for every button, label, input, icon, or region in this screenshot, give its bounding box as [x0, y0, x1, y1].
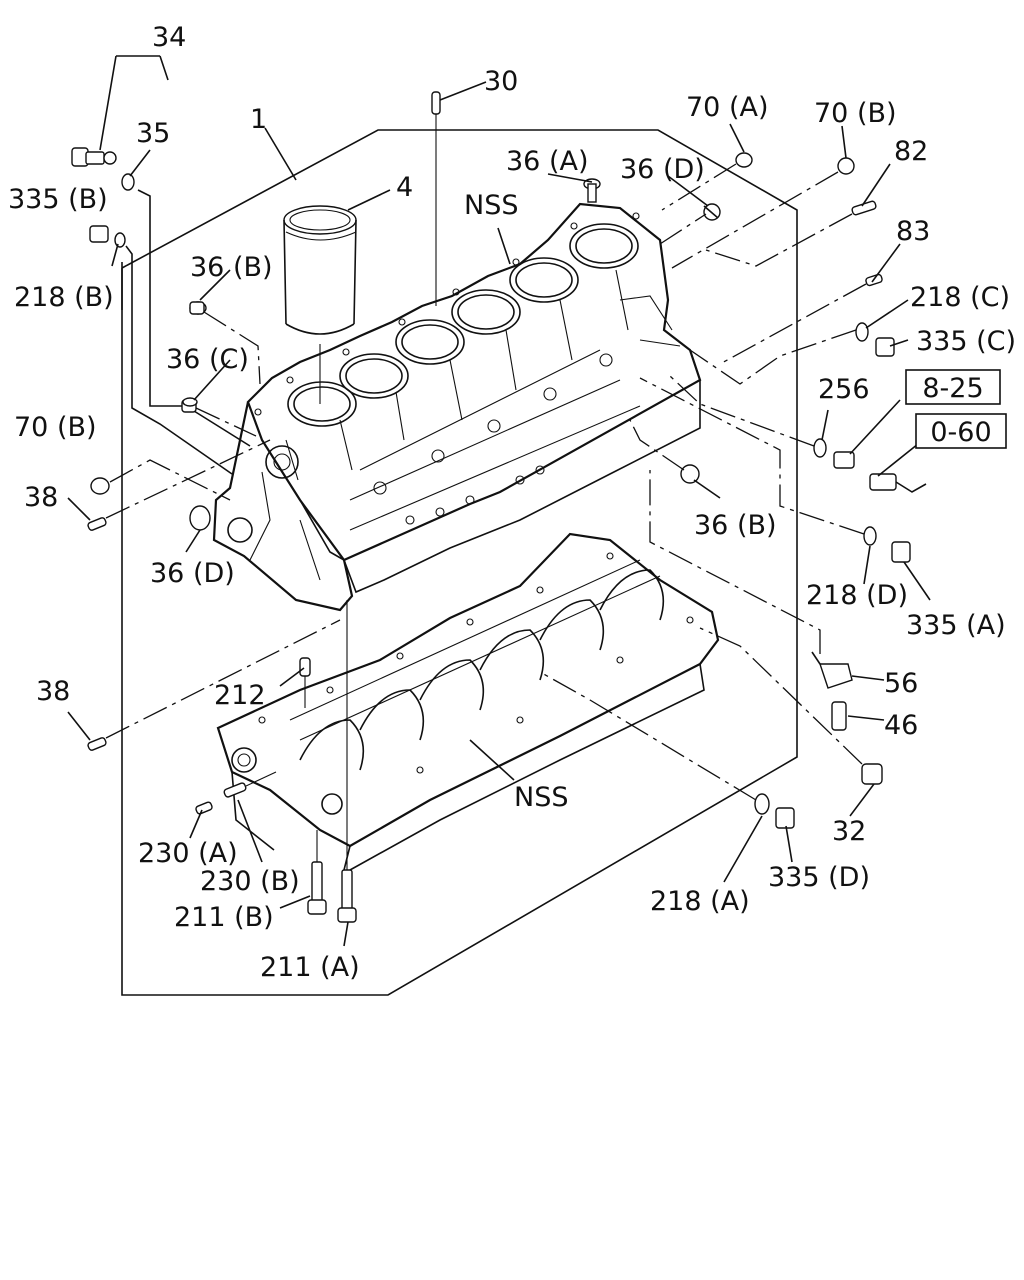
- label-335d: 335 (D): [768, 862, 870, 893]
- leader-lines: [67, 55, 931, 947]
- label-211b: 211 (B): [174, 902, 274, 933]
- washer-256: [813, 438, 827, 458]
- label-35: 35: [136, 118, 170, 149]
- plug-70a: [735, 152, 753, 168]
- label-36d-top: 36 (D): [620, 154, 705, 185]
- washer-218c: [855, 322, 869, 342]
- label-218a: 218 (A): [650, 886, 750, 917]
- bolt-211b: [307, 861, 327, 915]
- bolt-46: [831, 701, 847, 731]
- pin-230a: [195, 801, 213, 815]
- label-83: 83: [896, 216, 930, 247]
- label-36b-right: 36 (B): [694, 510, 777, 541]
- plug-36b-right: [680, 464, 700, 484]
- ref-8-25: 8-25: [922, 373, 983, 404]
- plug-36d-left: [189, 505, 211, 531]
- fitting-34: [71, 147, 117, 167]
- label-256: 256: [818, 374, 870, 405]
- label-70a: 70 (A): [686, 92, 768, 123]
- label-nss-bottom: NSS: [514, 782, 568, 813]
- ref-0-60: 0-60: [930, 417, 991, 448]
- o-ring-35: [121, 173, 135, 191]
- washer-218d: [863, 526, 877, 546]
- label-230a: 230 (A): [138, 838, 238, 869]
- plug-335c: [875, 337, 895, 357]
- plug-335b: [89, 225, 109, 243]
- label-335b: 335 (B): [8, 184, 108, 215]
- label-56: 56: [884, 668, 918, 699]
- plug-36b-left: [189, 301, 207, 315]
- cylinder-block-upper: [212, 202, 702, 612]
- plug-335a: [891, 541, 911, 563]
- label-218b: 218 (B): [14, 282, 114, 313]
- label-38-top: 38: [24, 482, 58, 513]
- washer-218a: [754, 793, 770, 815]
- label-36d-left: 36 (D): [150, 558, 235, 589]
- label-32: 32: [832, 816, 866, 847]
- fitting-8-25: [833, 451, 855, 469]
- assembly-boundary: [121, 129, 798, 996]
- label-30: 30: [484, 66, 518, 97]
- label-211a: 211 (A): [260, 952, 360, 983]
- plug-70b-top: [837, 157, 855, 175]
- dowel-38-bottom: [87, 737, 107, 751]
- pin-230b: [223, 782, 247, 798]
- ref-box-8-25: [905, 369, 1001, 405]
- label-230b: 230 (B): [200, 866, 300, 897]
- washer-218b: [114, 232, 126, 248]
- ref-box-0-60: [915, 413, 1007, 449]
- label-218d: 218 (D): [806, 580, 908, 611]
- label-335c: 335 (C): [916, 326, 1016, 357]
- dowel-38-top: [87, 517, 107, 531]
- label-212: 212: [214, 680, 266, 711]
- label-36c: 36 (C): [166, 344, 249, 375]
- plug-36a: [583, 178, 601, 203]
- cylinder-liner: [283, 205, 357, 335]
- sensor-0-60: [869, 473, 927, 493]
- label-335a: 335 (A): [906, 610, 1006, 641]
- label-36a: 36 (A): [506, 146, 588, 177]
- plug-32: [861, 763, 883, 785]
- label-82: 82: [894, 136, 928, 167]
- label-218c: 218 (C): [910, 282, 1010, 313]
- plug-36d-top: [703, 203, 721, 221]
- pin-212: [299, 657, 311, 677]
- plug-70b-left: [90, 477, 110, 495]
- label-34: 34: [152, 22, 186, 53]
- label-46: 46: [884, 710, 918, 741]
- label-4: 4: [396, 172, 413, 203]
- label-36b-left: 36 (B): [190, 252, 273, 283]
- label-38-bottom: 38: [36, 676, 70, 707]
- plug-36c: [181, 397, 198, 413]
- label-70b-top: 70 (B): [814, 98, 897, 129]
- crankcase-lower: [216, 532, 720, 871]
- label-1: 1: [250, 104, 267, 135]
- oil-jet-56: [811, 651, 853, 689]
- dowel-30: [431, 91, 441, 115]
- bolt-211a: [337, 869, 357, 923]
- label-nss-top: NSS: [464, 190, 518, 221]
- plug-335d: [775, 807, 795, 829]
- label-70b-left: 70 (B): [14, 412, 97, 443]
